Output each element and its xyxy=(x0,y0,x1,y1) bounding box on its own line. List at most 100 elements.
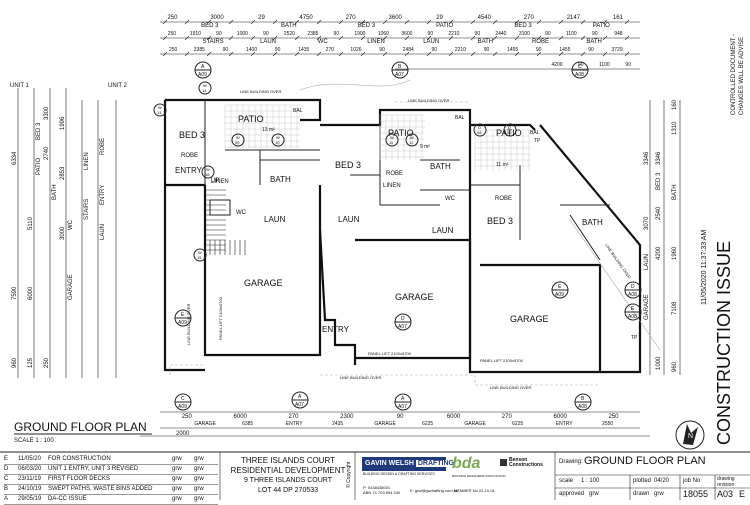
revision-desc: DA-CC ISSUE xyxy=(48,496,87,502)
dim-top1-7: 4540 xyxy=(478,15,492,21)
dim-right-4: 160 xyxy=(672,99,678,110)
dim-top2n-9: 1060 xyxy=(378,31,389,37)
dim-right-label-2: LAUN xyxy=(644,254,650,270)
dim-top1-2: 29 xyxy=(258,15,265,21)
contact-abn: ABN 74 703 594 240 xyxy=(363,490,401,495)
room-bed3-u2: BED 3 xyxy=(335,160,361,170)
room-garage-u1: GARAGE xyxy=(244,278,283,288)
dim-right-0: 3346 xyxy=(644,151,650,165)
revision-desc: SWEPT PATHS, WASTE BINS ADDED xyxy=(48,486,153,492)
room-laun-u3: LAUN xyxy=(432,226,454,235)
section-marker-11-letter: E xyxy=(558,284,562,290)
window-tag-2-type: W xyxy=(236,135,240,140)
revision-chk: grw xyxy=(194,496,204,502)
dim-bottom2-7: 6225 xyxy=(512,421,523,427)
revision-desc: FIRST FLOOR DECKS xyxy=(48,476,110,482)
dim-top3n-16: 90 xyxy=(588,47,594,53)
dim-top2n-1: 1910 xyxy=(190,31,201,37)
window-tag-8-no: 08 xyxy=(477,130,482,135)
window-tag-6-no: 15 xyxy=(197,255,202,260)
window-tag-0-no: 13 xyxy=(157,110,162,115)
panel-lift-u1: PANEL LIFT 2100x5700 xyxy=(218,296,223,340)
dim-right-10: 960 xyxy=(672,361,678,372)
room-bed3-u1: BED 3 xyxy=(179,130,205,140)
section-marker-0-sheet: A09 xyxy=(198,72,207,78)
dim-right-6: 1960 xyxy=(672,246,678,260)
dim-left-1: 7590 xyxy=(12,286,18,300)
revision-rev: E xyxy=(4,456,9,462)
dim-bottom2-0: GARAGE xyxy=(194,421,216,427)
dim-top2n-2: 90 xyxy=(216,31,222,37)
section-markers: AA09BA07CA08EA09AA07BA08CA09DA07EA08DA08… xyxy=(174,61,642,411)
dim-top3n-0: 250 xyxy=(169,47,178,53)
dim-top2n-3: 1000 xyxy=(237,31,248,37)
revision-chk: grw xyxy=(194,466,204,472)
gavin-sub: BUILDING DESIGN & DRAFTING SERVICES xyxy=(363,472,435,476)
dim-top3n-8: 90 xyxy=(379,47,385,53)
room-robe-u2: ROBE xyxy=(386,171,403,177)
project-line2: RESIDENTIAL DEVELOPMENT xyxy=(230,466,346,475)
revision-rev: B xyxy=(4,486,9,492)
dim-top3-label-5: BATH xyxy=(478,39,494,45)
revision-chk: grw xyxy=(194,456,204,462)
dim-top1-3: 4750 xyxy=(299,15,313,21)
dim-top1-6: 29 xyxy=(436,15,443,21)
revision-by: grw xyxy=(172,456,182,462)
dim-bottom1-6: 270 xyxy=(502,414,513,420)
dim-top2n-12: 2210 xyxy=(448,31,459,37)
title-block-frame xyxy=(0,451,750,500)
revision-desc: UNIT 1 ENTRY, UNIT 3 REVISED xyxy=(48,466,139,472)
dim-top3n-9: 2484 xyxy=(403,47,414,53)
dim-left-0: 6334 xyxy=(12,151,18,165)
bda-logo: bda xyxy=(452,455,481,472)
dim-bottom1-7: 6000 xyxy=(554,414,568,420)
dim-top3-label-7: BATH xyxy=(586,39,602,45)
dim-bottom1-8: 250 xyxy=(608,414,619,420)
section-marker-5-sheet: A08 xyxy=(578,404,587,410)
room-up-u1: UP xyxy=(211,178,219,184)
dim-top2n-14: 2440 xyxy=(495,31,506,37)
dim-left-5: 125 xyxy=(28,357,34,368)
room-bal-u1: BAL xyxy=(293,108,303,114)
approved-value: grw xyxy=(589,491,599,497)
dim-bottom2-4: GARAGE xyxy=(374,421,396,427)
section-marker-10-sheet: A07 xyxy=(295,402,304,408)
logos-area: GAVIN WELSH DRAFTING BUILDING DESIGN & D… xyxy=(358,455,553,499)
section-marker-0-letter: A xyxy=(201,64,205,70)
revision-by: grw xyxy=(172,486,182,492)
north-arrow: N xyxy=(675,420,705,450)
gavin-drafting: DRAFTING xyxy=(415,460,456,467)
dim-top4n-2: 1100 xyxy=(599,62,610,68)
controlled-doc-1: CONTROLLED DOCUMENT - xyxy=(731,34,737,115)
drawing-title: GROUND FLOOR PLAN xyxy=(584,455,706,467)
dim-bottom2-5: 6225 xyxy=(422,421,433,427)
line-over-3: LINE BUILDING OVER xyxy=(340,375,381,380)
patio-tiling xyxy=(224,104,530,170)
room-bath-u2: BATH xyxy=(430,162,451,171)
window-tag-0-type: W xyxy=(158,105,162,110)
section-marker-8-sheet: A08 xyxy=(628,314,637,320)
dim-bottom1-1: 6000 xyxy=(234,414,248,420)
project-line1: THREE ISLANDS COURT xyxy=(240,456,336,465)
dim-top2n-19: 948 xyxy=(614,31,623,37)
dim-top3-label-4: LAUN xyxy=(423,39,439,45)
dim-top3n-14: 90 xyxy=(536,47,542,53)
window-tag-5-type: W xyxy=(410,135,414,140)
revision-rev: C xyxy=(4,476,9,482)
section-marker-7-sheet: A07 xyxy=(398,324,407,330)
revision-date: 11/05/20 xyxy=(18,456,41,462)
dim-left-label-3: STAIRS xyxy=(84,199,90,220)
dim-left-10: 1996 xyxy=(60,116,66,130)
room-bal-u3: BAL xyxy=(530,130,540,136)
room-garage-u2: GARAGE xyxy=(395,292,434,302)
approved-label: approved xyxy=(559,491,585,497)
dim-left-3: 5110 xyxy=(28,216,34,230)
revision-rev: D xyxy=(4,466,9,472)
dim-top2n-10: 3600 xyxy=(401,31,412,37)
room-area-u1: 13 m² xyxy=(262,127,275,133)
dim-top2n-16: 90 xyxy=(545,31,551,37)
dim-top3-label-1: LAUN xyxy=(260,39,276,45)
